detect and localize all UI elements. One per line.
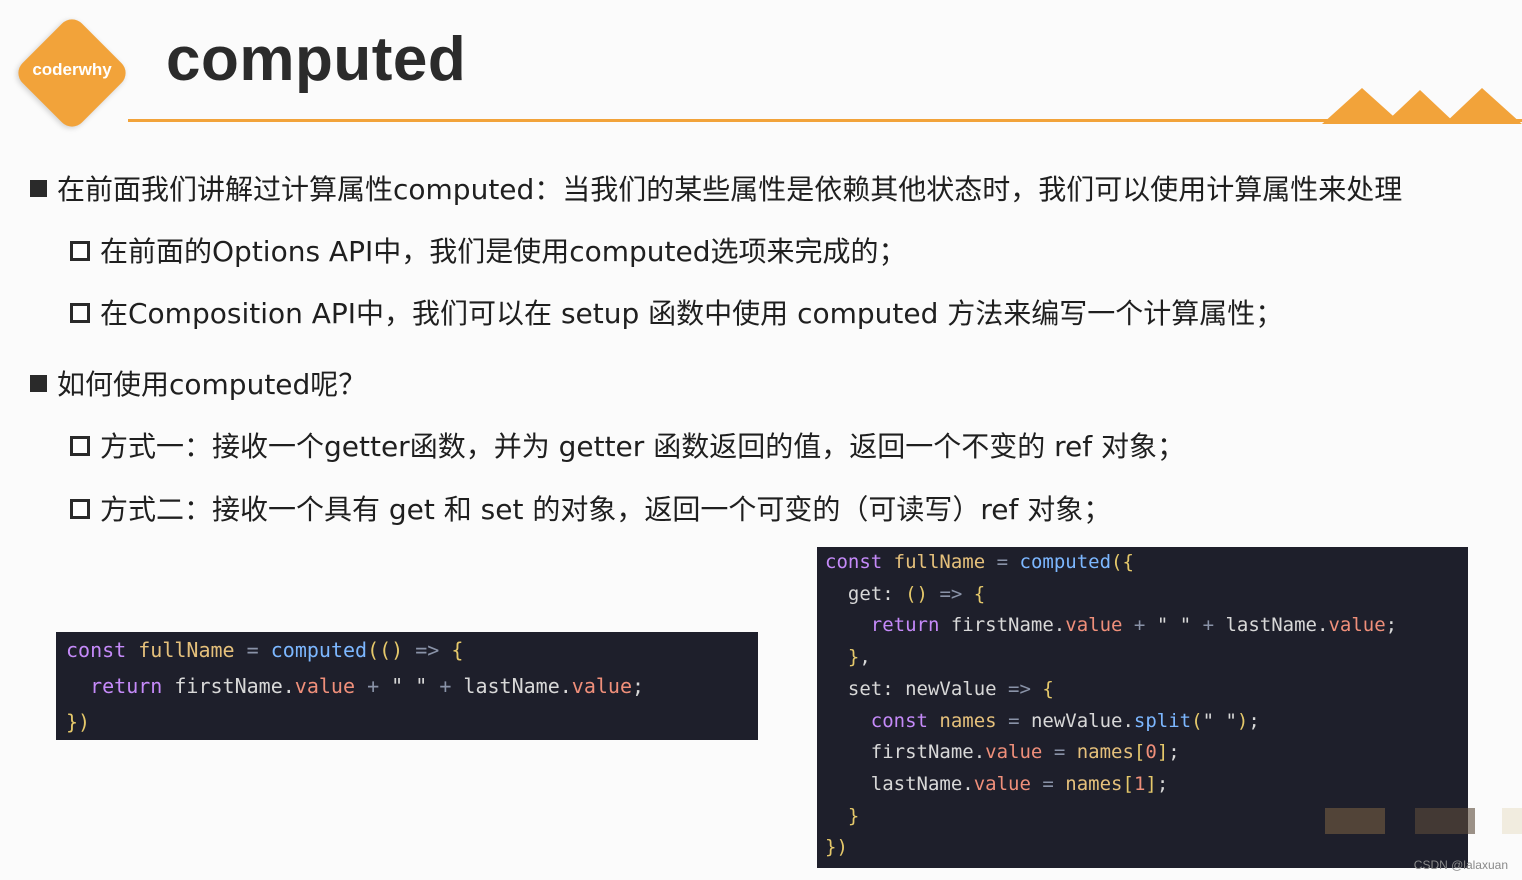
bullet-text: 在Composition API中，我们可以在 setup 函数中使用 comp… (100, 297, 1284, 330)
mountains-decoration (1322, 88, 1522, 124)
code-line: const fullName = computed(() => { (66, 638, 464, 662)
square-bullet-icon (30, 180, 47, 197)
code-block-getter: const fullName = computed(() => { return… (56, 632, 758, 740)
watermark: CSDN @lalaxuan (1413, 858, 1508, 872)
square-bullet-icon (30, 375, 47, 392)
bullet-text: 如何使用computed呢？ (57, 368, 367, 401)
page-title: computed (166, 25, 467, 94)
header-divider (128, 119, 1522, 122)
bullet-text: 在前面我们讲解过计算属性computed：当我们的某些属性是依赖其他状态时，我们… (57, 173, 1403, 206)
bullet-text: 方式二：接收一个具有 get 和 set 的对象，返回一个可变的（可读写）ref… (100, 493, 1112, 526)
hollow-square-bullet-icon (70, 240, 90, 261)
code-line: }, (847, 646, 871, 669)
sub-bullet-item: 在前面的Options API中，我们是使用computed选项来完成的； (70, 234, 907, 270)
sub-bullet-item: 方式一：接收一个getter函数，并为 getter 函数返回的值，返回一个不变… (70, 429, 1185, 465)
code-line: firstName.value = names[0]; (825, 741, 1180, 764)
bullet-text: 方式一：接收一个getter函数，并为 getter 函数返回的值，返回一个不变… (100, 430, 1185, 463)
code-line: return firstName.value + " " + lastName.… (870, 614, 1398, 637)
hollow-square-bullet-icon (70, 435, 90, 456)
code-line: } (847, 804, 860, 827)
code-line: get: () => { (825, 582, 986, 605)
hollow-square-bullet-icon (70, 498, 90, 519)
hollow-square-bullet-icon (70, 302, 90, 323)
code-line: lastName.value = names[1]; (825, 772, 1169, 795)
sub-bullet-item: 方式二：接收一个具有 get 和 set 的对象，返回一个可变的（可读写）ref… (70, 492, 1111, 528)
logo-text: coderwhy (32, 60, 112, 79)
bullet-text: 在前面的Options API中，我们是使用computed选项来完成的； (100, 235, 907, 268)
sub-bullet-item: 在Composition API中，我们可以在 setup 函数中使用 comp… (70, 296, 1283, 332)
blur-overlay (1325, 808, 1385, 834)
code-line: }) (825, 836, 848, 859)
blur-overlay (1502, 808, 1522, 834)
bullet-item: 在前面我们讲解过计算属性computed：当我们的某些属性是依赖其他状态时，我们… (30, 172, 1402, 208)
code-line: const names = newValue.split(" "); (870, 709, 1260, 732)
bullet-item: 如何使用computed呢？ (30, 367, 366, 403)
code-line: const fullName = computed({ (825, 551, 1134, 573)
blur-overlay (1415, 808, 1475, 834)
code-line: }) (66, 710, 91, 734)
code-line: return firstName.value + " " + lastName.… (90, 674, 645, 698)
code-line: set: newValue => { (825, 677, 1054, 700)
